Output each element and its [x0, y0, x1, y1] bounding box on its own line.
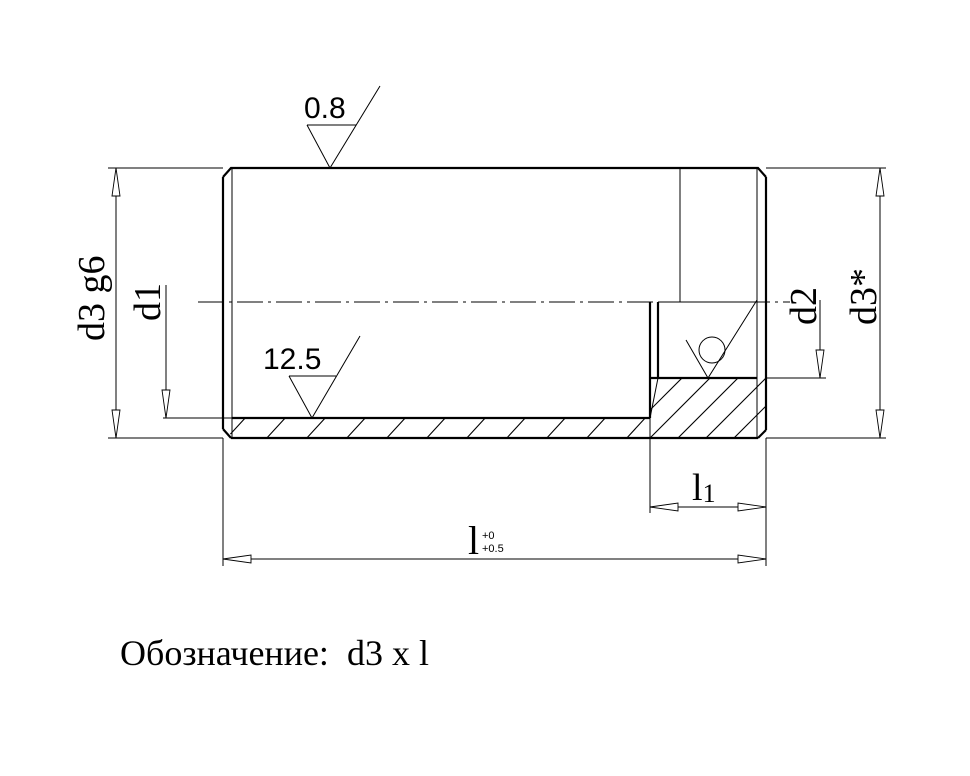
- roughness-value-top: 0.8: [304, 92, 346, 125]
- section-hatching-thin: [224, 418, 648, 438]
- dimension-bore-label: d1: [127, 283, 169, 321]
- dimension-length-short-label: l1: [692, 467, 716, 509]
- dimension-bore: d1: [127, 283, 232, 419]
- dimension-outer-right-label: d3*: [843, 268, 885, 325]
- dimension-length-main-label: l: [468, 518, 479, 563]
- designation-label: Обозначение:: [120, 633, 329, 673]
- designation-value: d3 x l: [346, 633, 429, 673]
- part-outline: [221, 166, 768, 440]
- dimension-outer-left: d3 g6: [71, 167, 223, 439]
- dimension-outer-right: d3*: [766, 167, 886, 439]
- groove-symbol: [685, 299, 758, 379]
- section-hatching-thick: [650, 378, 766, 438]
- roughness-symbol-bore: 12.5: [263, 335, 361, 420]
- dimension-groove: d2: [766, 287, 826, 379]
- dimension-length-main: l +0 +0.5: [222, 438, 767, 566]
- roughness-value-bore: 12.5: [263, 343, 321, 376]
- dimension-length-tol-upper: +0: [482, 530, 495, 542]
- dimension-outer-left-label: d3 g6: [71, 256, 113, 342]
- dimension-groove-label: d2: [783, 287, 825, 325]
- dimension-length-short-subscript: 1: [703, 479, 716, 508]
- roughness-symbol-top: 0.8: [304, 85, 381, 170]
- dimension-length-tol-lower: +0.5: [482, 543, 504, 555]
- dimension-length-short: l1: [649, 418, 767, 513]
- designation-caption: Обозначение: d3 x l: [120, 632, 429, 674]
